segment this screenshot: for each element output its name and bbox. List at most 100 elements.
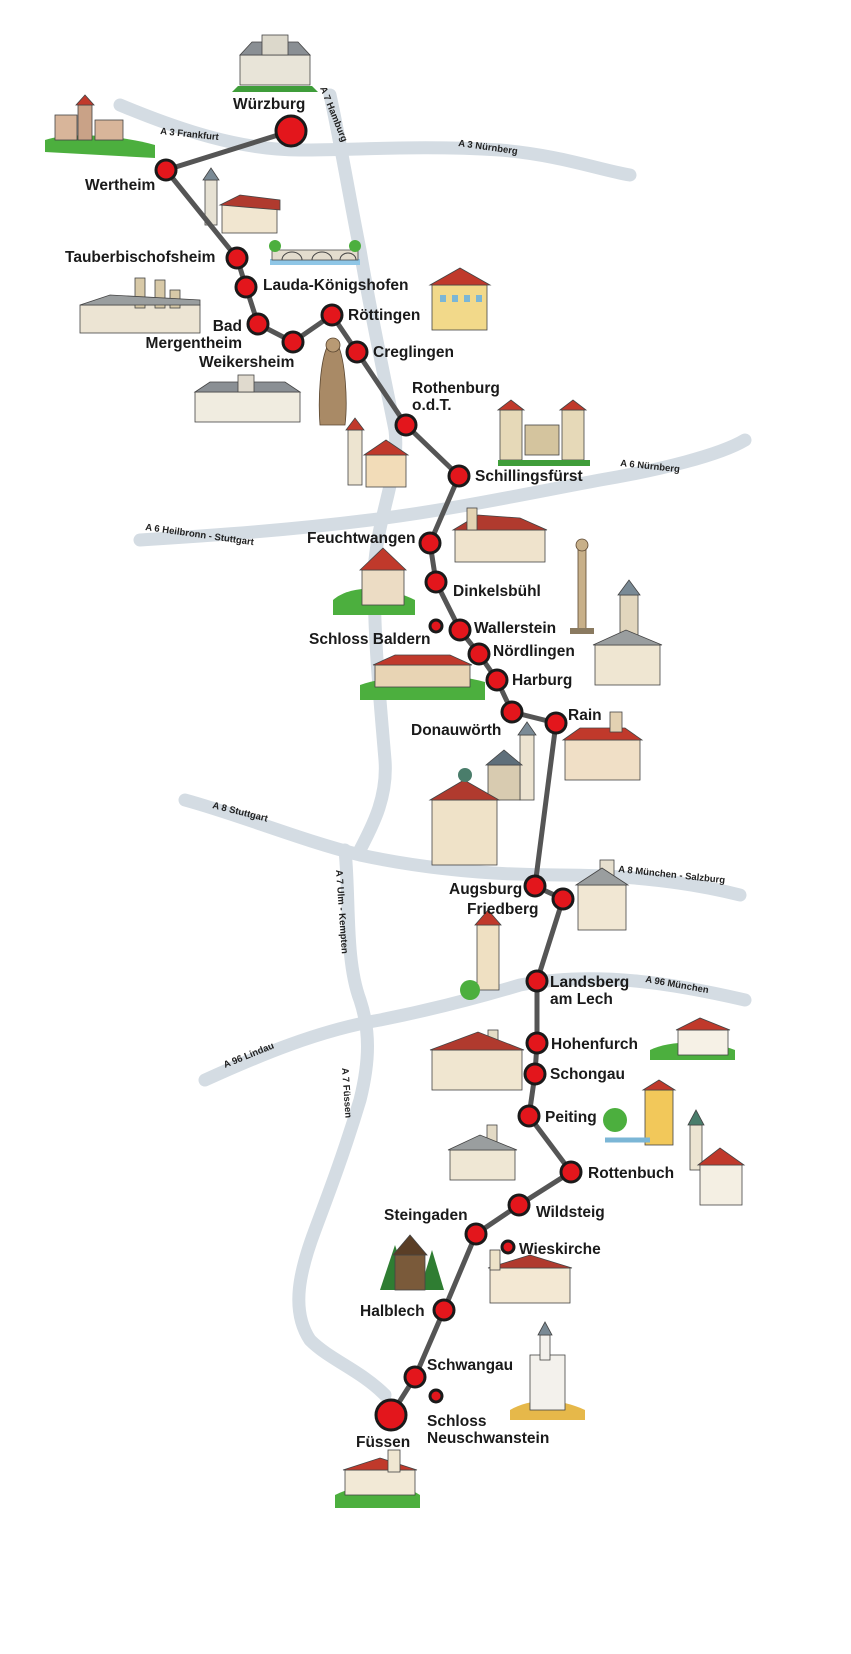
city-label-tauberbischofsheim[interactable]: Tauberbischofsheim [65, 249, 215, 266]
stop-marker-friedberg[interactable] [551, 887, 575, 911]
stop-marker-harburg[interactable] [485, 668, 509, 692]
castle-icon [335, 1449, 420, 1508]
town-hall-icon [428, 768, 501, 866]
city-label-wildsteig[interactable]: Wildsteig [536, 1204, 605, 1221]
stop-marker-schwangau[interactable] [403, 1365, 427, 1389]
chapel-icon [380, 1234, 444, 1291]
stop-marker-rothenburg[interactable] [394, 413, 418, 437]
city-label-weikersheim[interactable]: Weikersheim [199, 354, 294, 371]
statue-icon [570, 538, 594, 634]
city-label-wallerstein[interactable]: Wallerstein [474, 620, 556, 637]
city-label-lauda[interactable]: Lauda-Königshofen [263, 277, 409, 294]
city-label-fussen[interactable]: Füssen [356, 1434, 410, 1451]
stop-marker-weikersheim[interactable] [281, 330, 305, 354]
stop-marker-tauberbischofsheim[interactable] [225, 246, 249, 270]
chapel-icon [333, 547, 415, 615]
church-icon [487, 1249, 573, 1304]
city-label-halblech[interactable]: Halblech [360, 1303, 425, 1320]
stop-marker-dinkelsbuhl[interactable] [424, 570, 448, 594]
city-label-donauworth[interactable]: Donauwörth [411, 722, 501, 739]
route-stops [154, 114, 583, 1432]
city-label-hohenfurch[interactable]: Hohenfurch [551, 1036, 638, 1053]
church-icon [451, 507, 548, 563]
stop-marker-wertheim[interactable] [154, 158, 178, 182]
stop-marker-wieskirche[interactable] [500, 1239, 516, 1255]
church-icon [687, 1109, 746, 1206]
stop-marker-rottenbuch[interactable] [559, 1160, 583, 1184]
city-label-wertheim[interactable]: Wertheim [85, 177, 155, 194]
statue-icon [318, 337, 347, 426]
stop-marker-peiting[interactable] [517, 1104, 541, 1128]
castle-icon [45, 94, 155, 158]
stop-marker-donauworth[interactable] [500, 700, 524, 724]
tower-icon [345, 417, 410, 488]
city-label-steingaden[interactable]: Steingaden [384, 1207, 468, 1224]
town-hall-icon [428, 267, 492, 331]
city-label-rottingen[interactable]: Röttingen [348, 307, 420, 324]
town-hall-icon [496, 399, 590, 466]
church-icon [592, 579, 663, 686]
stop-marker-halblech[interactable] [432, 1298, 456, 1322]
city-label-dinkelsbuhl[interactable]: Dinkelsbühl [453, 583, 541, 600]
stop-marker-schongau[interactable] [523, 1062, 547, 1086]
highway-a96 [198, 972, 752, 1087]
city-label-wieskirche[interactable]: Wieskirche [519, 1241, 601, 1258]
stop-marker-creglingen[interactable] [345, 340, 369, 364]
city-label-schillingsfurst[interactable]: Schillingsfürst [475, 468, 583, 485]
castle-icon [510, 1321, 585, 1420]
landmark-illustrations [45, 34, 746, 1508]
stop-marker-steingaden[interactable] [464, 1222, 488, 1246]
stop-marker-rain[interactable] [544, 711, 568, 735]
city-label-augsburg[interactable]: Augsburg [449, 881, 522, 898]
stop-marker-bad-mergentheim[interactable] [246, 312, 270, 336]
stop-marker-wildsteig[interactable] [507, 1193, 531, 1217]
city-label-schwangau[interactable]: Schwangau [427, 1357, 513, 1374]
city-label-feuchtwangen[interactable]: Feuchtwangen [307, 530, 416, 547]
highway-a8 [178, 793, 747, 902]
fortress-icon [360, 654, 485, 700]
stop-marker-augsburg[interactable] [523, 874, 547, 898]
city-label-wurzburg[interactable]: Würzburg [233, 96, 305, 113]
city-label-peiting[interactable]: Peiting [545, 1109, 597, 1126]
church-icon [429, 1029, 525, 1091]
city-labels: Würzburg Wertheim Tauberbischofsheim Lau… [65, 96, 674, 1451]
stop-marker-wurzburg[interactable] [274, 114, 308, 148]
city-label-creglingen[interactable]: Creglingen [373, 344, 454, 361]
town-hall-icon [561, 711, 644, 781]
city-label-nordlingen[interactable]: Nördlingen [493, 643, 575, 660]
palace-icon [193, 374, 302, 423]
city-label-harburg[interactable]: Harburg [512, 672, 572, 689]
bridge-icon [269, 240, 361, 265]
city-label-schongau[interactable]: Schongau [550, 1066, 625, 1083]
city-label-rottenbuch[interactable]: Rottenbuch [588, 1165, 674, 1182]
chapel-icon [650, 1017, 735, 1060]
stop-marker-schloss-neuschwanstein[interactable] [428, 1388, 444, 1404]
city-label-friedberg[interactable]: Friedberg [467, 901, 538, 918]
highway-a7-south [292, 843, 392, 1402]
highway-label: A 7 Füssen [339, 1067, 353, 1118]
highway-labels: A 3 Frankfurt A 3 Nürnberg A 7 Hamburg A… [145, 85, 726, 1119]
palace-icon [232, 34, 318, 92]
city-label-rain[interactable]: Rain [568, 707, 602, 724]
tower-icon [460, 909, 502, 1000]
stop-marker-schillingsfurst[interactable] [447, 464, 471, 488]
stop-marker-nordlingen[interactable] [467, 642, 491, 666]
city-label-schloss-baldern[interactable]: Schloss Baldern [309, 631, 430, 648]
highway-a6 [133, 433, 752, 547]
tower-icon [574, 859, 630, 931]
stop-marker-wallerstein[interactable] [448, 618, 472, 642]
stop-marker-landsberg[interactable] [525, 969, 549, 993]
tower-icon [202, 167, 281, 234]
stop-marker-feuchtwangen[interactable] [418, 531, 442, 555]
stop-marker-rottingen[interactable] [320, 303, 344, 327]
stop-marker-lauda[interactable] [234, 275, 258, 299]
stop-marker-hohenfurch[interactable] [525, 1031, 549, 1055]
church-icon [79, 277, 201, 334]
stop-marker-fussen[interactable] [374, 1398, 408, 1432]
stop-marker-schloss-baldern[interactable] [428, 618, 444, 634]
